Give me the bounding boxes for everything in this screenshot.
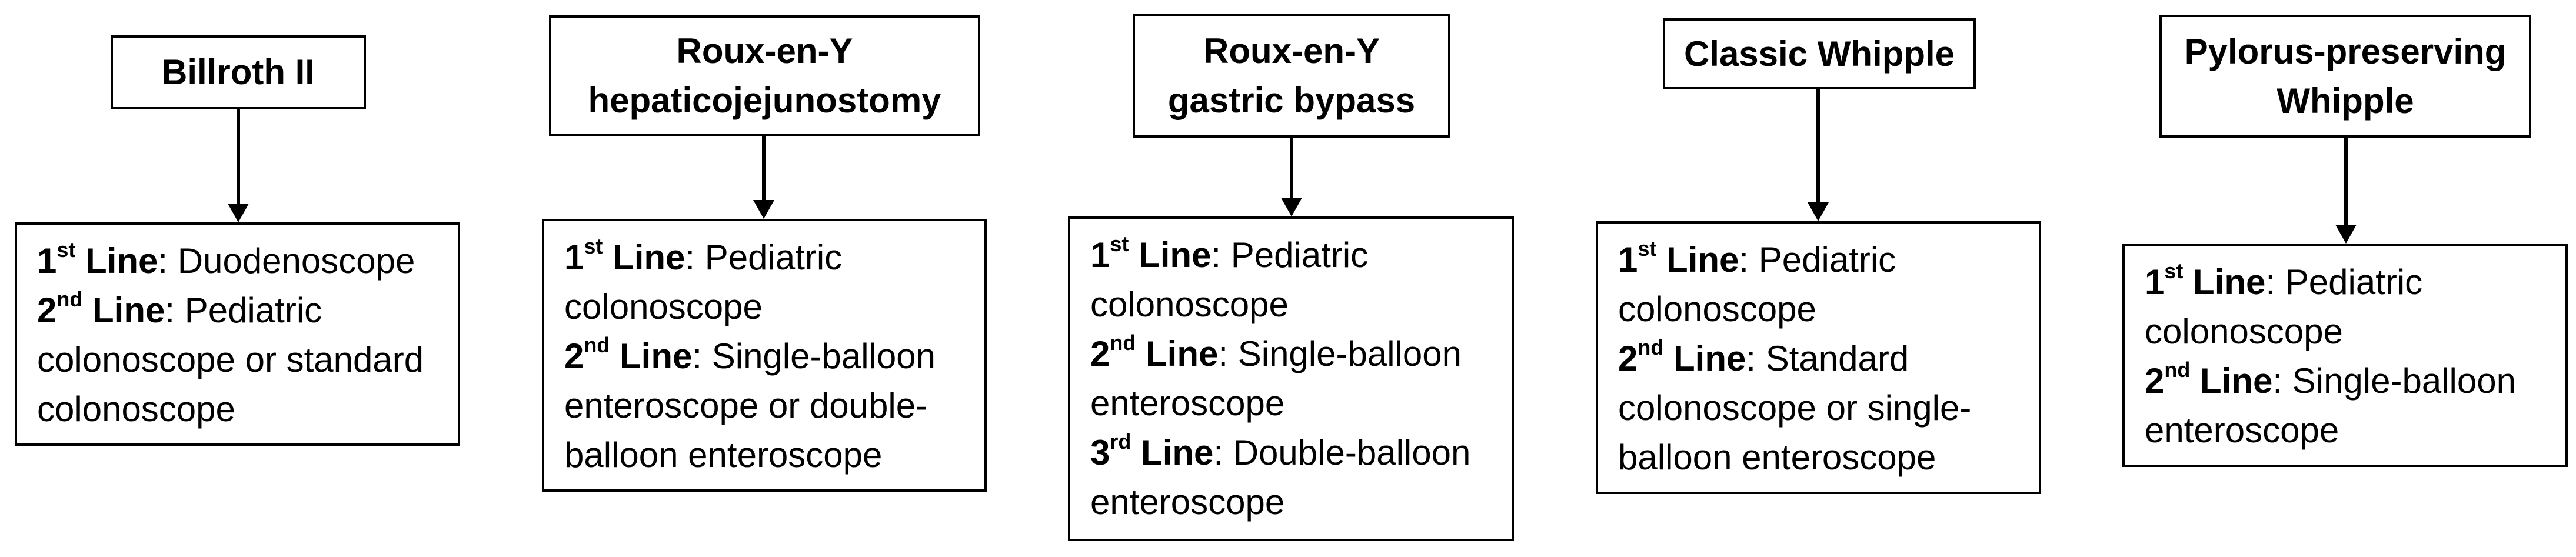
scope-line: 1st Line: Pediatric colonoscope <box>2145 259 2423 352</box>
scope-line: 1st Line: Pediatric colonoscope <box>564 234 843 327</box>
scope-list-box: 1st Line: Pediatric colonoscope 2nd Line… <box>1068 216 1514 541</box>
procedure-title: Pylorus-preserving Whipple <box>2184 31 2507 121</box>
down-arrow-icon <box>228 109 249 222</box>
procedure-title: Classic Whipple <box>1683 34 1955 74</box>
down-arrow-icon <box>2335 138 2357 244</box>
scope-list-box: 1st Line: Pediatric colonoscope 2nd Line… <box>542 219 987 492</box>
scope-list-box: 1st Line: Duodenoscope 2nd Line: Pediatr… <box>15 222 460 446</box>
procedure-header: Pylorus-preserving Whipple <box>2159 15 2531 138</box>
down-arrow-icon <box>753 136 774 219</box>
procedure-header: Roux-en-Y gastric bypass <box>1133 14 1450 138</box>
scope-line: 1st Line: Pediatric colonoscope <box>1618 236 1896 329</box>
scope-line: 2nd Line: Single-balloon enteroscope <box>2145 358 2516 451</box>
scope-line: 2nd Line: Single-balloon enteroscope or … <box>564 333 936 475</box>
scope-line: 1st Line: Pediatric colonoscope <box>1090 232 1369 325</box>
procedure-title: Roux-en-Y gastric bypass <box>1167 31 1416 120</box>
procedure-header: Billroth II <box>111 35 366 109</box>
scope-line: 3rd Line: Double-balloon enteroscope <box>1090 429 1471 522</box>
down-arrow-icon <box>1281 138 1302 216</box>
procedure-header: Classic Whipple <box>1663 18 1976 89</box>
down-arrow-icon <box>1808 89 1829 221</box>
scope-line: 2nd Line: Pediatric colonoscope or stand… <box>37 287 424 429</box>
procedure-title: Roux-en-Y hepaticojejunostomy <box>588 31 941 120</box>
scope-line: 2nd Line: Single-balloon enteroscope <box>1090 331 1462 423</box>
procedure-title: Billroth II <box>162 52 315 92</box>
scope-line: 1st Line: Duodenoscope <box>37 238 415 281</box>
procedure-header: Roux-en-Y hepaticojejunostomy <box>549 15 980 136</box>
scope-list-box: 1st Line: Pediatric colonoscope 2nd Line… <box>2122 244 2568 467</box>
scope-list-box: 1st Line: Pediatric colonoscope 2nd Line… <box>1596 221 2041 494</box>
scope-line: 2nd Line: Standard colonoscope or single… <box>1618 335 1972 478</box>
